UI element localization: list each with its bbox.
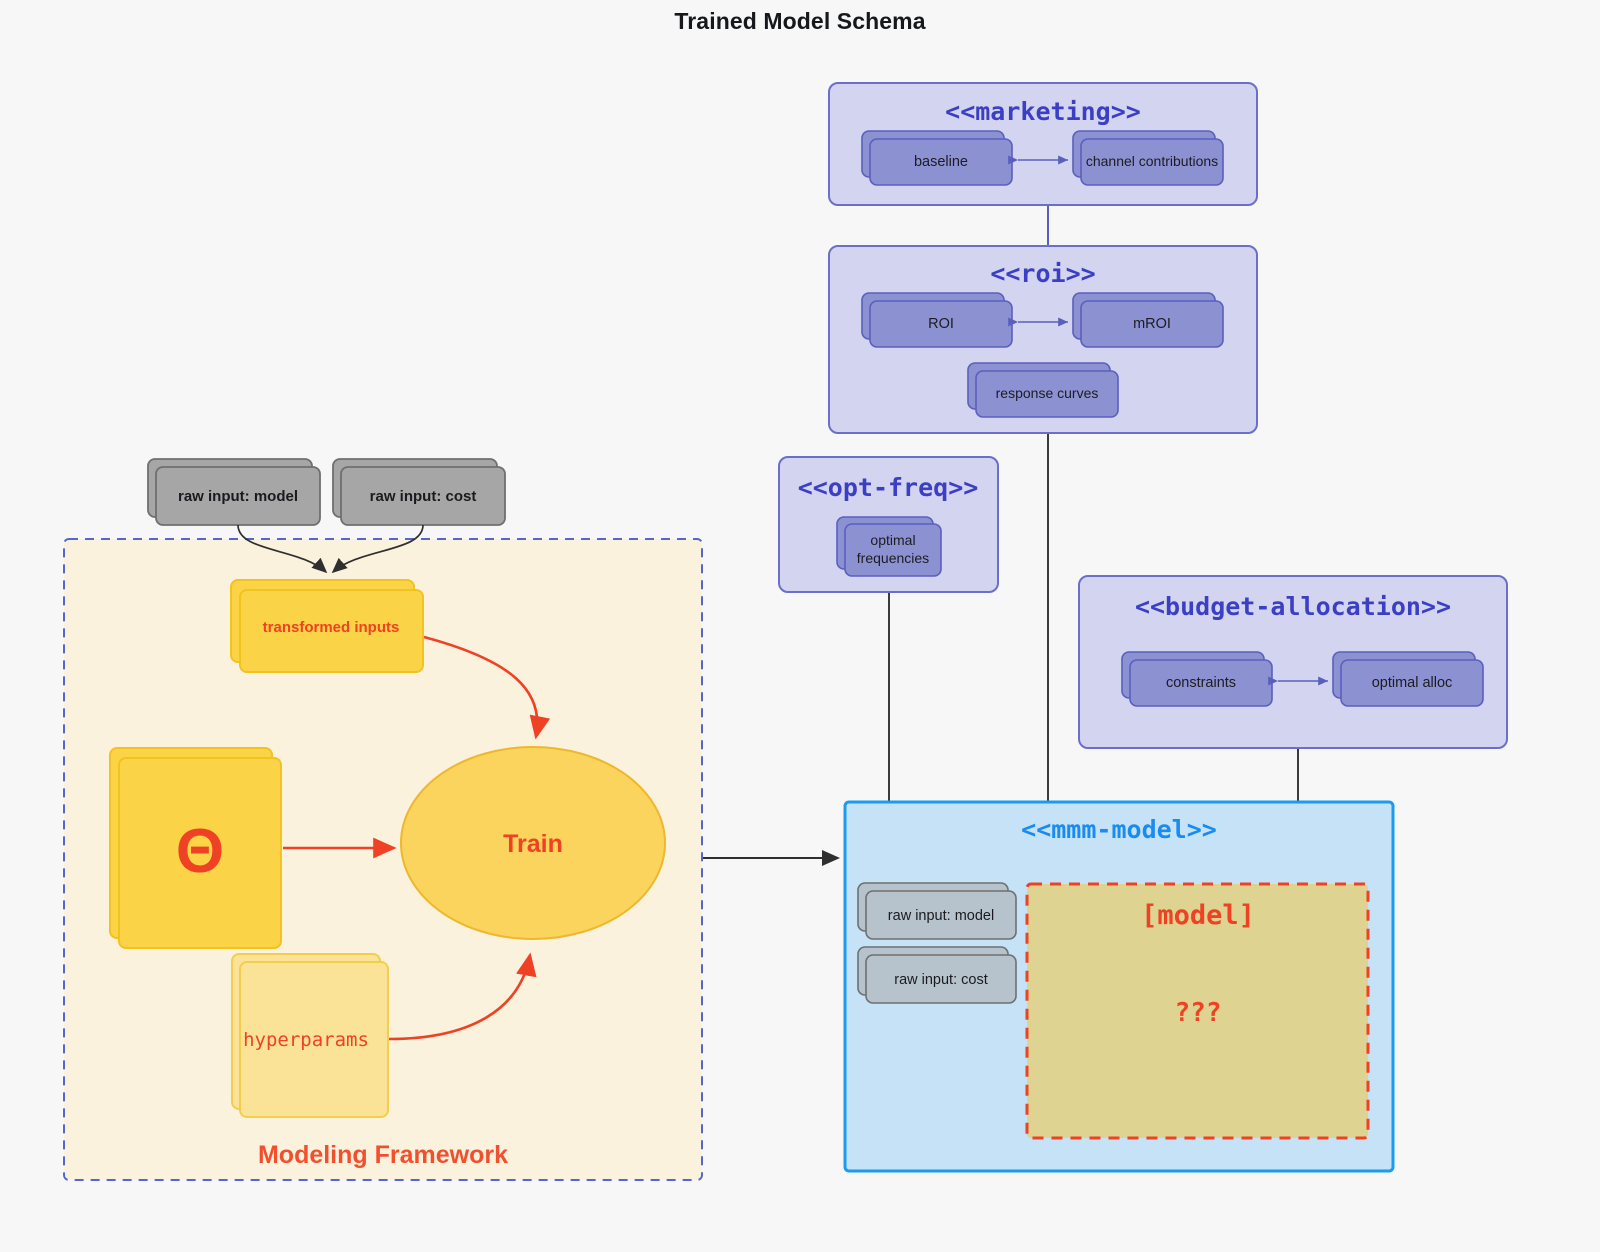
node-mroi[interactable]: mROI: [1072, 292, 1224, 348]
node-optimal-frequencies-label-line2: frequencies: [857, 550, 929, 566]
node-mroi-label: mROI: [1133, 316, 1171, 332]
mmm-node-raw-input-cost-label: raw input: cost: [894, 972, 988, 988]
mmm-model-placeholder-box: [1025, 882, 1370, 1140]
modeling-framework-boundary: [63, 538, 703, 1181]
external-raw-input-model-label: raw input: model: [178, 488, 298, 505]
node-baseline[interactable]: baseline: [861, 130, 1013, 186]
arrow-transformed-to-train: [423, 635, 551, 740]
node-constraints[interactable]: constraints: [1121, 651, 1273, 707]
node-transformed-inputs[interactable]: transformed inputs: [230, 579, 424, 673]
mmm-model-placeholder[interactable]: [model] ???: [1025, 882, 1370, 1140]
node-channel-contributions[interactable]: channel contributions: [1072, 130, 1224, 186]
node-transformed-inputs-front: [239, 589, 424, 673]
package-marketing[interactable]: <<marketing>> baseline channel contribut…: [828, 82, 1258, 206]
node-roi-label: ROI: [928, 316, 954, 332]
package-budget-allocation[interactable]: <<budget-allocation>> constraints optima…: [1078, 575, 1508, 749]
node-optimal-frequencies-label-line1: optimal: [870, 532, 915, 548]
package-mmm-model[interactable]: <<mmm-model>> raw input: model raw input…: [843, 800, 1395, 1173]
node-constraints-label: constraints: [1166, 675, 1236, 691]
mmm-node-raw-input-cost[interactable]: raw input: cost: [857, 946, 1017, 1004]
mmm-model-placeholder-title: [model]: [1141, 900, 1255, 931]
arrow-raw-model-to-transformed: [237, 524, 328, 574]
node-optimal-alloc-front: [1340, 659, 1484, 707]
node-roi[interactable]: ROI: [861, 292, 1013, 348]
node-hyperparams[interactable]: hyperparams: [231, 953, 389, 1118]
node-train[interactable]: Train: [400, 746, 666, 940]
external-raw-input-cost[interactable]: raw input: cost: [332, 458, 506, 526]
package-connectors: [702, 205, 1299, 866]
node-response-curves-label: response curves: [996, 385, 1099, 401]
package-opt-freq-title: <<opt-freq>>: [798, 473, 979, 502]
node-theta-front: [118, 757, 282, 949]
node-theta-symbol: Θ: [176, 817, 224, 886]
mmm-model-placeholder-body: ???: [1175, 998, 1222, 1028]
package-roi-title: <<roi>>: [990, 259, 1095, 288]
node-baseline-label: baseline: [914, 154, 968, 170]
node-train-ellipse: [400, 746, 666, 940]
modeling-framework[interactable]: Modeling Framework: [63, 538, 703, 1181]
node-optimal-frequencies[interactable]: optimal frequencies: [836, 516, 942, 577]
external-raw-input-cost-label: raw input: cost: [370, 488, 477, 505]
node-channel-contributions-front: [1080, 138, 1224, 186]
node-transformed-inputs-label: transformed inputs: [263, 619, 400, 636]
node-train-label: Train: [503, 830, 563, 858]
node-optimal-frequencies-front: [844, 523, 942, 577]
node-theta[interactable]: Θ: [109, 747, 282, 949]
package-mmm-model-title: <<mmm-model>>: [1021, 815, 1217, 844]
modeling-framework-label: Modeling Framework: [258, 1141, 508, 1169]
arrow-hyperparams-to-train: [388, 952, 537, 1041]
raw-input-arrows: [237, 524, 424, 574]
node-hyperparams-front: [239, 961, 389, 1118]
external-raw-input-model[interactable]: raw input: model: [147, 458, 321, 526]
package-marketing-title: <<marketing>>: [945, 97, 1141, 126]
arrow-raw-cost-to-transformed: [331, 524, 424, 574]
node-response-curves[interactable]: response curves: [967, 362, 1119, 418]
package-opt-freq[interactable]: <<opt-freq>> optimal frequencies: [778, 456, 999, 593]
mmm-node-raw-input-cost-front: [865, 954, 1017, 1004]
mmm-node-raw-input-model-front: [865, 890, 1017, 940]
package-budget-allocation-title: <<budget-allocation>>: [1135, 592, 1451, 621]
node-response-curves-front: [975, 370, 1119, 418]
mmm-node-raw-input-model-label: raw input: model: [888, 908, 994, 924]
node-mroi-front: [1080, 300, 1224, 348]
node-hyperparams-label: hyperparams: [243, 1029, 369, 1051]
package-roi[interactable]: <<roi>> ROI mROI response curves: [828, 245, 1258, 434]
framework-flow-arrows: [283, 635, 551, 1041]
mmm-node-raw-input-model[interactable]: raw input: model: [857, 882, 1017, 940]
node-optimal-alloc-label: optimal alloc: [1372, 675, 1453, 691]
page-title: Trained Model Schema: [674, 8, 926, 34]
node-channel-contributions-label: channel contributions: [1086, 153, 1218, 169]
node-optimal-alloc[interactable]: optimal alloc: [1332, 651, 1484, 707]
